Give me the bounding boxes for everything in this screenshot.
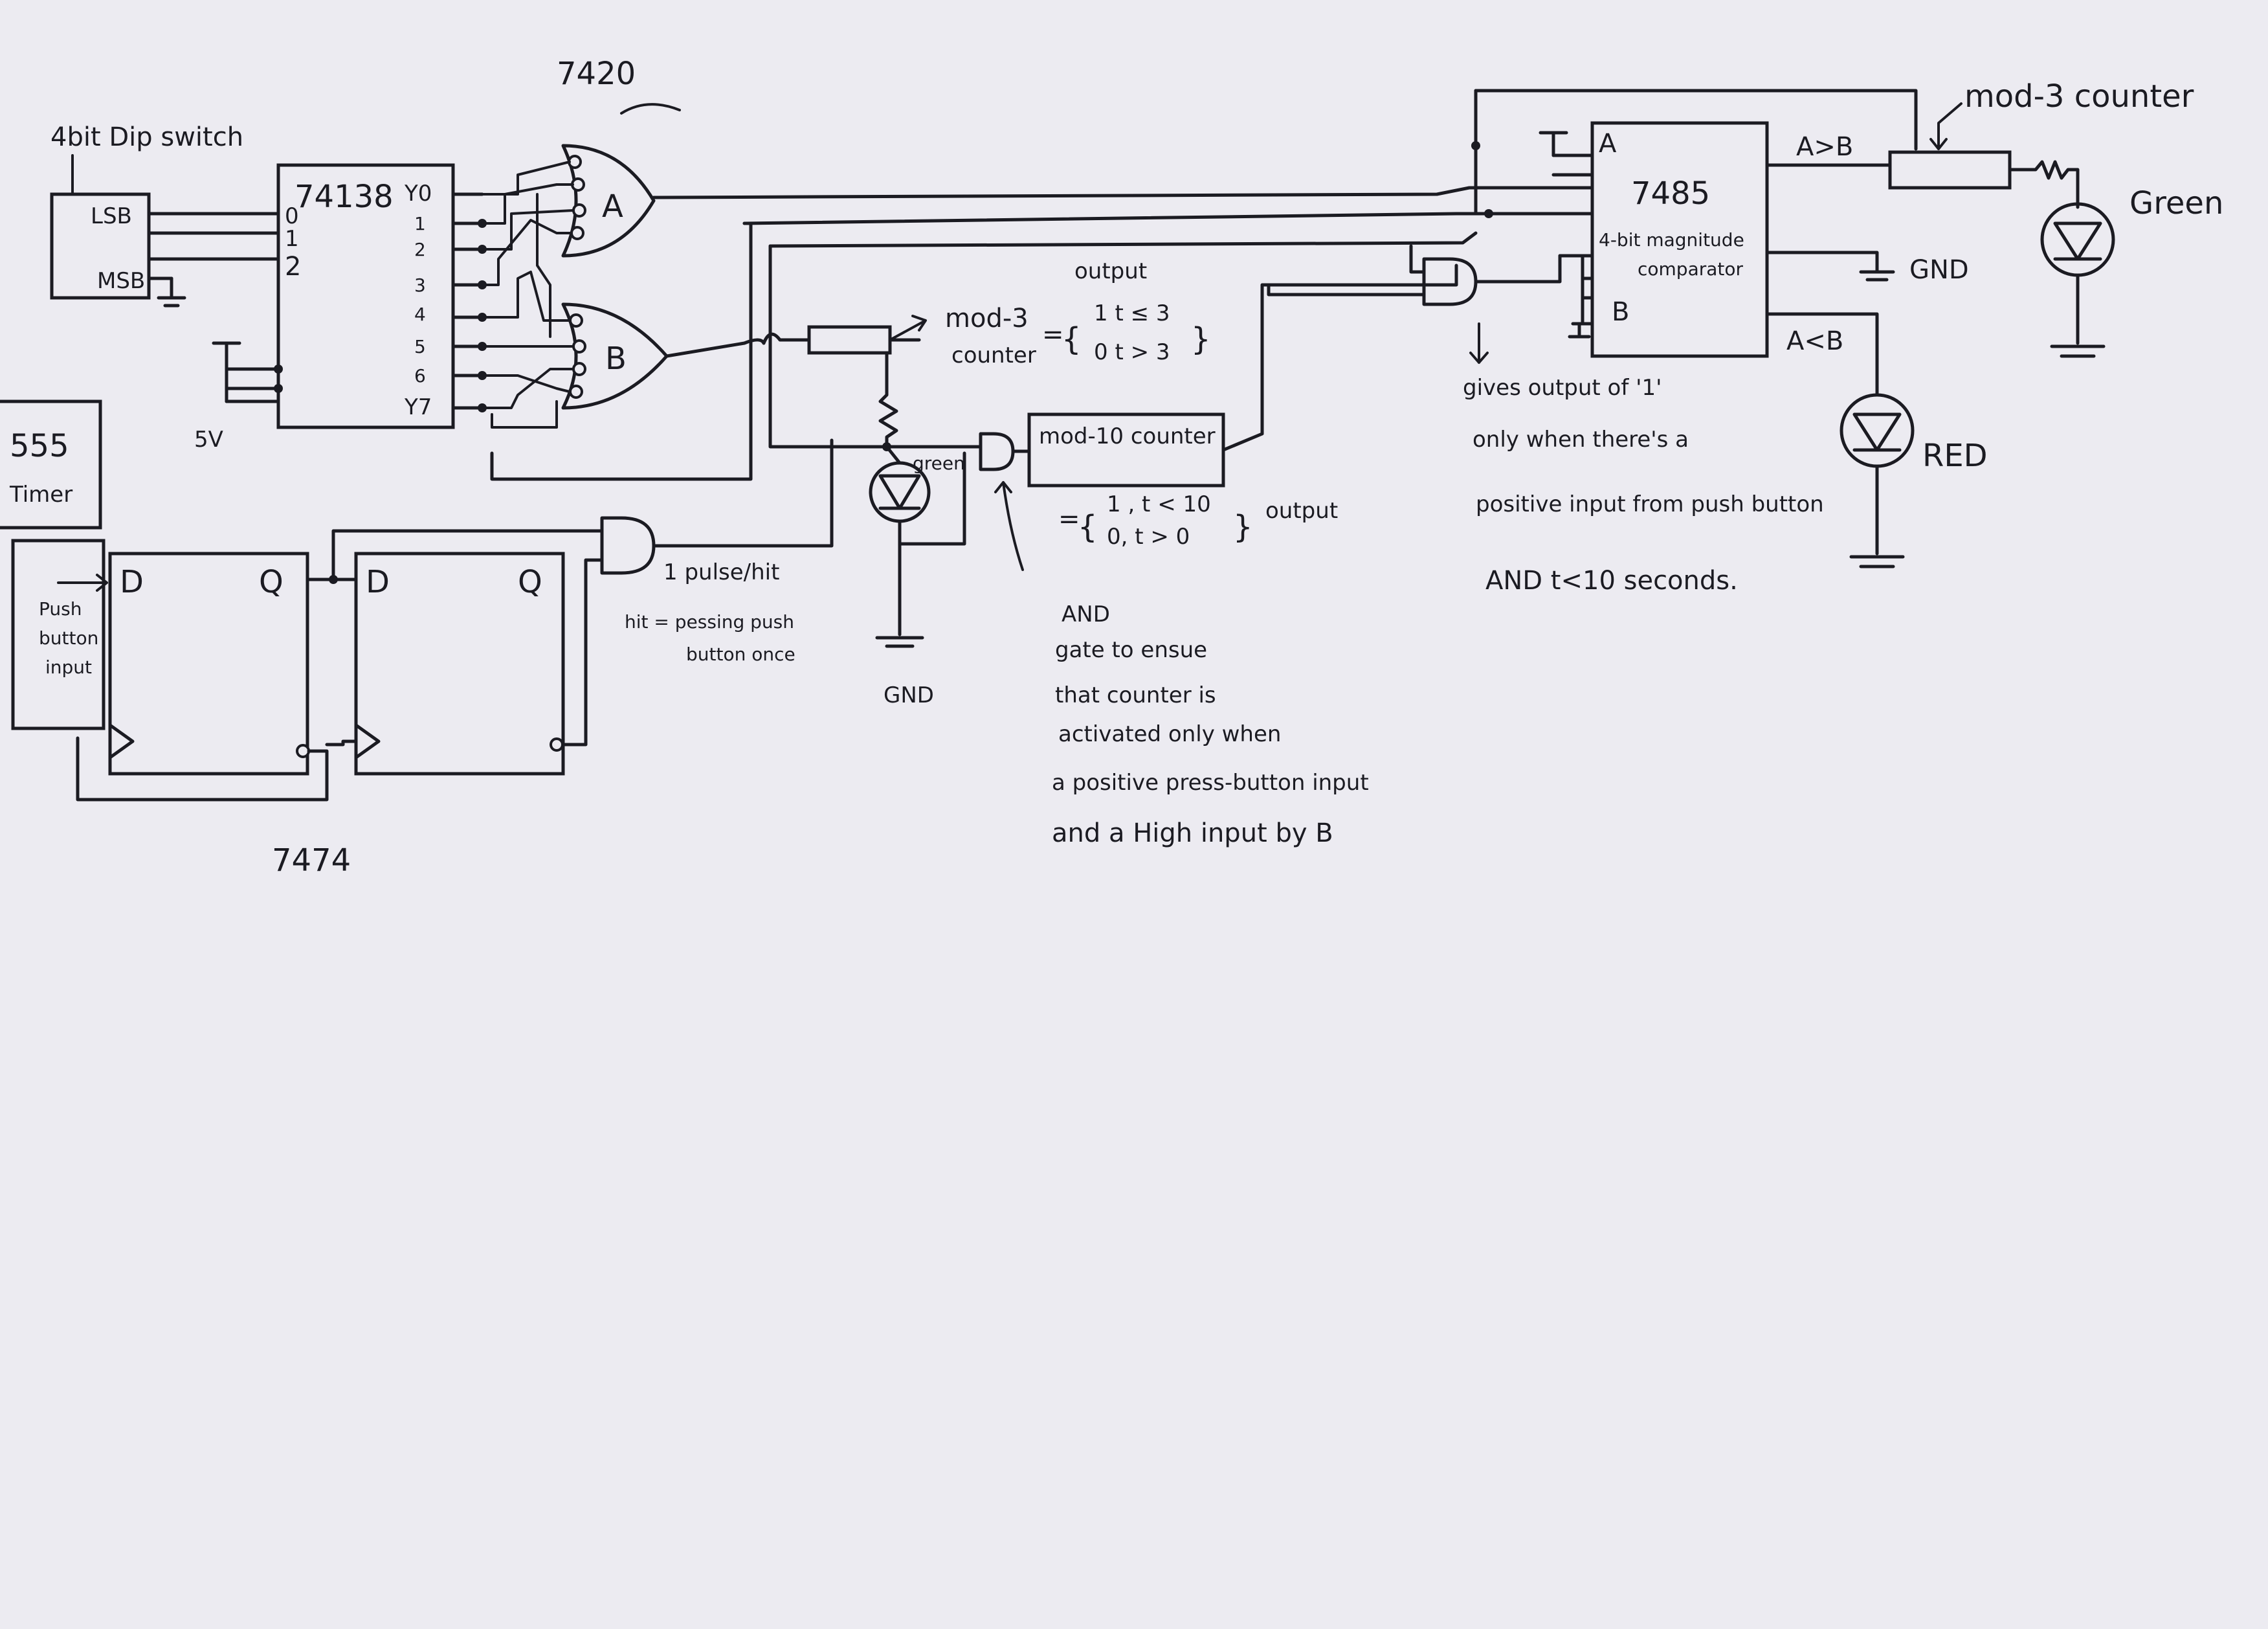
and-note-5: a positive press-button input: [1052, 770, 1369, 796]
decoder-out-6: 6: [414, 365, 426, 387]
mod3-eq: =: [1042, 320, 1064, 350]
mod3-piece-1: 1 t ≤ 3: [1094, 300, 1170, 326]
dip-switch-body: [50, 192, 151, 300]
and-note-3: that counter is: [1055, 682, 1216, 708]
gives-note-1: gives output of '1': [1463, 375, 1662, 401]
push-button-box: [11, 539, 106, 730]
msb-label: MSB: [97, 268, 145, 294]
gnd-right-label: GND: [1909, 255, 1969, 285]
red-led-label: RED: [1922, 438, 1988, 474]
decoder-out-5: 5: [414, 336, 426, 357]
comparator-7485: A B 7485 4-bit magnitude comparator A>B …: [1267, 121, 1969, 397]
gnd-mid-label: GND: [884, 682, 934, 708]
push-label-1: Push: [39, 598, 82, 620]
timer-body: [0, 399, 102, 530]
decoder-out-y0: Y0: [404, 181, 432, 207]
gate-b: [561, 302, 669, 410]
decoder-out-3: 3: [414, 275, 426, 296]
decoder-pin-2: 2: [285, 252, 301, 282]
decoder-74138: 74138 0 1 2 Y0 1 2 3 4 5 6 Y7 5V: [194, 163, 487, 453]
a-lt-b-label: A<B: [1786, 326, 1843, 356]
timer-555: 555 Timer: [0, 399, 102, 530]
pulse-and-gate: [600, 516, 656, 575]
mod3-counter-right: [1888, 150, 2012, 190]
push-label-2: button: [39, 627, 98, 649]
gate-chip-7420: 7420 A B: [481, 56, 681, 429]
flipflop-chip-label: 7474: [272, 842, 351, 879]
mod3-output-title: output: [1074, 258, 1147, 284]
mod10-label: mod-10 counter: [1039, 423, 1216, 449]
comp-b-label: B: [1612, 297, 1629, 327]
flipflop-1: [108, 552, 309, 776]
long-wires: [652, 89, 1918, 248]
comparator-body: [1590, 121, 1769, 358]
gate-a: [561, 144, 656, 258]
and-note-6: and a High input by B: [1052, 818, 1333, 848]
flipflop-2: [354, 552, 565, 776]
decoder-out-2: 2: [414, 239, 426, 260]
right-outputs: mod-3 counter Green RED gives output of …: [1463, 78, 2223, 596]
or-chip-label: 7420: [557, 56, 636, 92]
green-small-label: green: [913, 453, 965, 474]
decoder-pin-0: 0: [285, 203, 299, 229]
mod10-piece-2: 0, t > 0: [1107, 524, 1190, 550]
dip-switch-label: 4bit Dip switch: [50, 122, 243, 152]
comparator-desc-1: 4-bit magnitude: [1599, 229, 1744, 251]
gate-a-label: A: [602, 188, 623, 225]
dip-switch: 4bit Dip switch LSB MSB: [50, 122, 280, 308]
decoder-out-4: 4: [414, 304, 426, 325]
hit-def-1: hit = pessing push: [625, 611, 794, 633]
a-gt-b-label: A>B: [1796, 132, 1853, 162]
mod10-eq: =: [1058, 504, 1080, 534]
flipflops-7474: Push button input D Q D Q 7474 1 pulse/h…: [11, 438, 834, 879]
mod10-piece-1: 1 , t < 10: [1107, 491, 1211, 517]
timer-label: 555: [10, 428, 69, 464]
timer-sublabel: Timer: [9, 482, 72, 508]
decoder-out-y7: Y7: [404, 394, 432, 420]
and-note-1: AND: [1062, 601, 1110, 627]
gives-note-4: AND t<10 seconds.: [1485, 566, 1738, 596]
vcc-label: 5V: [194, 427, 223, 453]
mod3-counter-right-label: mod-3 counter: [1964, 78, 2194, 115]
comp-a-label: A: [1599, 129, 1617, 159]
comparator-chip-label: 7485: [1631, 175, 1710, 212]
mod3-counter-small: [807, 325, 892, 355]
lsb-label: LSB: [91, 203, 132, 229]
mod3-piece-2: 0 t > 3: [1094, 339, 1170, 365]
gives-note-3: positive input from push button: [1476, 491, 1824, 517]
decoder-body: [276, 163, 455, 429]
and-note-2: gate to ensue: [1055, 637, 1207, 663]
decoder-label: 74138: [295, 179, 394, 215]
decoder-pin-1: 1: [285, 226, 299, 252]
ff2-q: Q: [518, 564, 542, 600]
mod3-brace-right: }: [1191, 321, 1211, 357]
mod3-counter-label-2: counter: [951, 343, 1036, 368]
green-led-right: [2040, 202, 2115, 277]
comparator-desc-2: comparator: [1638, 258, 1744, 280]
gate-b-label: B: [605, 341, 627, 377]
gives-note-2: only when there's a: [1473, 427, 1689, 453]
green-led-label: Green: [2129, 185, 2223, 221]
counter-and-gate: [979, 432, 1015, 471]
mod3-brace-left: {: [1062, 321, 1082, 357]
pulse-label: 1 pulse/hit: [663, 559, 779, 585]
push-label-3: input: [45, 657, 92, 678]
gives-and-gate: [1422, 257, 1478, 306]
mid-section: output mod-3 counter = { 1 t ≤ 3 0 t > 3…: [490, 244, 1458, 848]
mod10-brace-left: {: [1078, 509, 1098, 545]
ff2-d: D: [366, 564, 390, 600]
decoder-out-1: 1: [414, 213, 426, 234]
red-led: [1840, 393, 1915, 468]
and-note-4: activated only when: [1058, 721, 1281, 747]
ff1-q: Q: [259, 564, 284, 600]
ff1-d: D: [120, 564, 144, 600]
mod3-counter-label-1: mod-3: [945, 304, 1028, 333]
mod10-brace-right: }: [1233, 509, 1253, 545]
mod10-output-label: output: [1265, 498, 1338, 524]
hit-def-2: button once: [686, 644, 795, 665]
